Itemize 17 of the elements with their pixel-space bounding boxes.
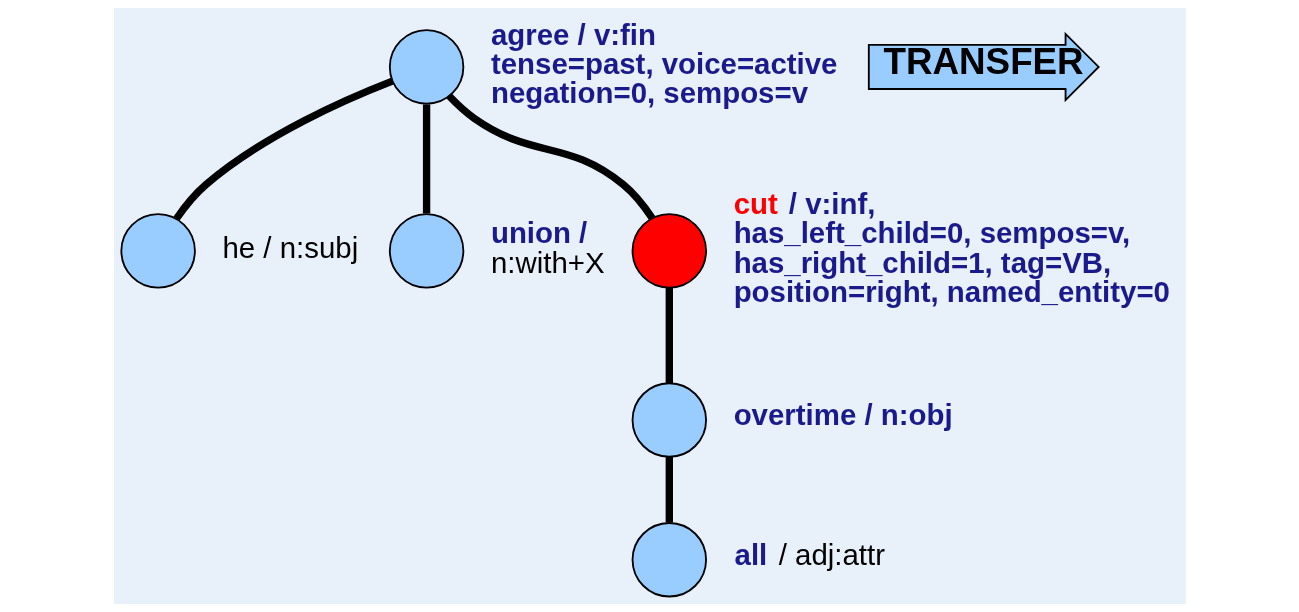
node-label: overtime / n:obj — [733, 398, 953, 432]
node-circle — [388, 213, 464, 289]
connector — [173, 77, 394, 221]
node-label: he / n:subj — [221, 230, 358, 264]
connector — [665, 456, 673, 523]
node-label: / adj:attr — [778, 537, 885, 571]
connector — [665, 287, 673, 384]
node-circle — [119, 213, 196, 289]
node-label: / v:inf, — [788, 186, 875, 220]
node-label: cut — [733, 186, 778, 220]
node-circle — [631, 522, 707, 598]
connector — [446, 93, 655, 221]
node-label: all — [734, 537, 767, 571]
node-circle — [388, 29, 464, 105]
node-circle — [631, 213, 707, 289]
connector — [422, 104, 430, 214]
node-circle — [631, 382, 707, 458]
